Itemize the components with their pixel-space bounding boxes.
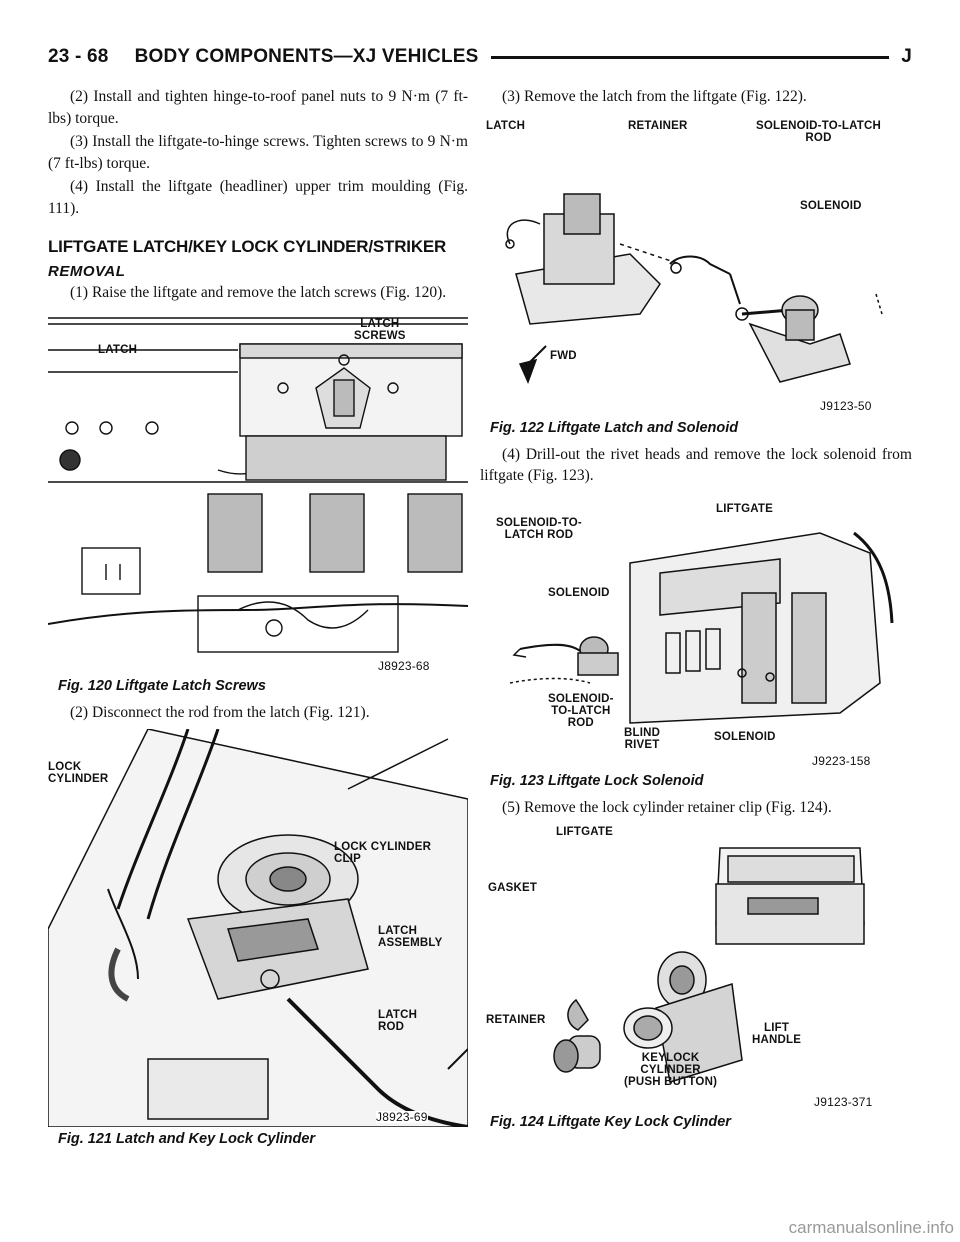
label-solenoid-2: SOLENOID xyxy=(714,730,776,743)
left-column: (2) Install and tighten hinge-to-roof pa… xyxy=(48,86,468,1155)
label-keylock-cylinder: KEYLOCK CYLINDER (PUSH BUTTON) xyxy=(624,1052,718,1088)
section-title: BODY COMPONENTS—XJ VEHICLES xyxy=(134,46,479,67)
label-blind-rivet: BLIND RIVET xyxy=(624,726,661,751)
lock-solenoid-illustration xyxy=(509,531,894,724)
label-liftgate: LIFTGATE xyxy=(716,502,773,515)
label-gasket: GASKET xyxy=(488,882,538,894)
latch-screws-illustration xyxy=(48,316,468,653)
edition-mark: J xyxy=(901,46,912,67)
label-solenoid: SOLENOID xyxy=(548,586,610,599)
figure-caption: Fig. 120 Liftgate Latch Screws xyxy=(58,677,266,694)
label-fwd: FWD xyxy=(550,349,577,362)
removal-step-5: (5) Remove the lock cylinder retainer cl… xyxy=(502,798,832,816)
label-lift-handle: LIFT HANDLE xyxy=(752,1022,802,1046)
key-lock-cylinder-illustration xyxy=(553,847,865,1083)
install-step-4: (4) Install the liftgate (headliner) upp… xyxy=(48,178,468,217)
figure-120: LATCH LATCH SCREWS J8923-68 xyxy=(48,310,468,674)
label-solenoid-to-latch-rod: SOLENOID-TO-LATCH ROD xyxy=(756,119,881,144)
label-latch: LATCH xyxy=(98,343,138,356)
removal-step-2: (2) Disconnect the rod from the latch (F… xyxy=(70,703,370,721)
label-retainer: RETAINER xyxy=(486,1014,546,1026)
section-heading: LIFTGATE LATCH/KEY LOCK CYLINDER/STRIKER xyxy=(48,237,447,256)
lock-cylinder-illustration xyxy=(48,729,468,1127)
label-lock-cylinder-clip: LOCK CYLINDER CLIP xyxy=(334,841,432,865)
watermark: carmanualsonline.info xyxy=(788,1218,954,1237)
install-step-3: (3) Install the liftgate-to-hinge screws… xyxy=(48,133,468,172)
label-retainer: RETAINER xyxy=(628,119,688,132)
label-solenoid-to-latch-rod-2: SOLENOID- TO-LATCH ROD xyxy=(548,692,614,729)
label-solenoid: SOLENOID xyxy=(800,199,862,212)
label-latch: LATCH xyxy=(486,119,526,132)
removal-step-3: (3) Remove the latch from the liftgate (… xyxy=(502,88,807,105)
removal-heading: REMOVAL xyxy=(48,263,126,280)
figure-123: SOLENOID-TO- LATCH ROD LIFTGATE SOLENOID… xyxy=(480,493,912,769)
label-liftgate: LIFTGATE xyxy=(556,826,613,838)
header-rule xyxy=(490,55,890,59)
label-latch-assembly: LATCH ASSEMBLY xyxy=(378,925,443,949)
page-number: 23 - 68 xyxy=(48,46,109,67)
figure-caption: Fig. 124 Liftgate Key Lock Cylinder xyxy=(490,1114,731,1130)
label-latch-screws: LATCH SCREWS xyxy=(354,317,406,342)
figure-124: LIFTGATE GASKET RETAINER KEYLOCK CYLINDE… xyxy=(480,824,912,1110)
latch-solenoid-illustration xyxy=(505,192,883,384)
figure-code: J9223-158 xyxy=(812,753,871,768)
page-header: 23 - 68 BODY COMPONENTS—XJ VEHICLES J xyxy=(48,42,912,72)
right-column: (3) Remove the latch from the liftgate (… xyxy=(480,86,912,1138)
figure-caption: Fig. 122 Liftgate Latch and Solenoid xyxy=(490,419,739,436)
removal-step-4: (4) Drill-out the rivet heads and remove… xyxy=(480,445,912,485)
figure-caption: Fig. 123 Liftgate Lock Solenoid xyxy=(490,772,704,789)
install-step-2: (2) Install and tighten hinge-to-roof pa… xyxy=(48,88,468,127)
figure-caption: Fig. 121 Latch and Key Lock Cylinder xyxy=(58,1131,316,1147)
figure-code: J9123-371 xyxy=(814,1095,873,1109)
removal-step-1: (1) Raise the liftgate and remove the la… xyxy=(70,284,447,301)
figure-code: J9123-50 xyxy=(820,398,872,413)
label-solenoid-to-latch-rod: SOLENOID-TO- LATCH ROD xyxy=(496,516,582,541)
figure-121: LOCK CYLINDER LOCK CYLINDER CLIP LATCH A… xyxy=(48,729,468,1127)
label-latch-rod: LATCH ROD xyxy=(378,1009,418,1033)
figure-code: J8923-69 xyxy=(376,1110,428,1124)
figure-code: J8923-68 xyxy=(378,658,430,673)
figure-122: LATCH RETAINER SOLENOID-TO-LATCH ROD SOL… xyxy=(480,114,912,416)
label-lock-cylinder: LOCK CYLINDER xyxy=(48,761,109,785)
